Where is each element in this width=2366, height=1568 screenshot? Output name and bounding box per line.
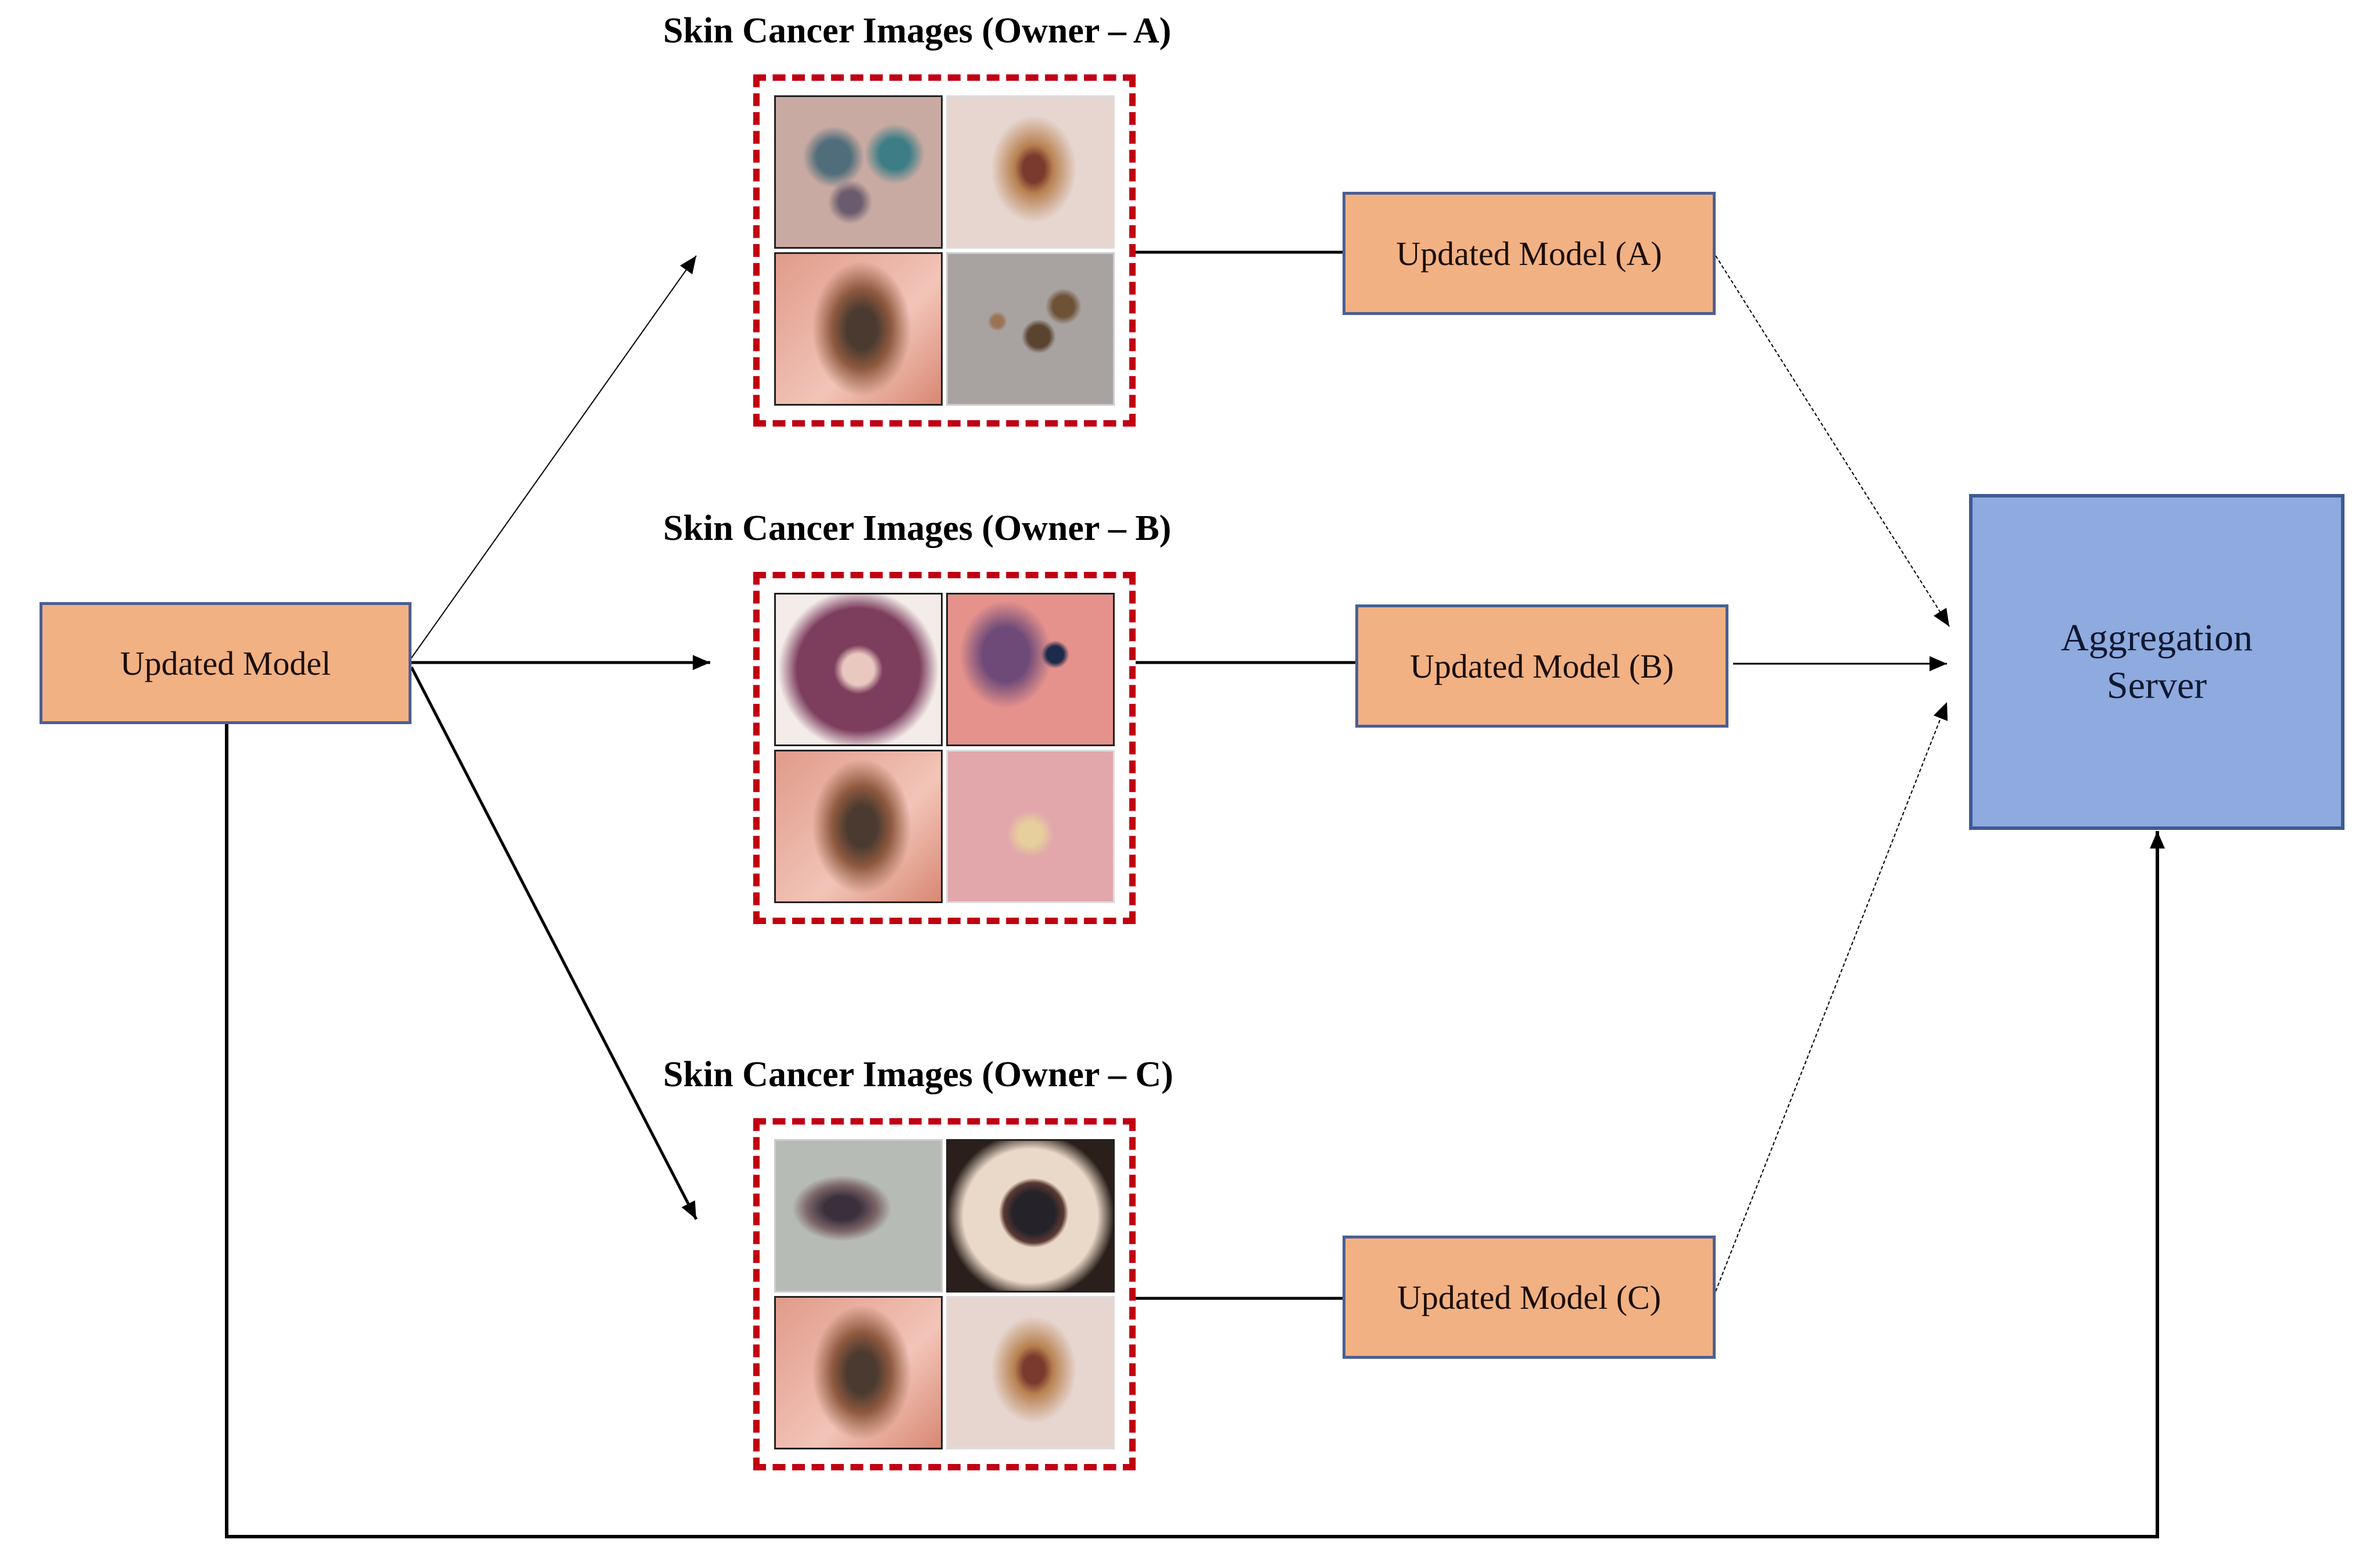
source-to-owner-a-line (411, 255, 697, 658)
owner-a-image-3 (774, 252, 943, 406)
owner-a-title: Skin Cancer Images (Owner – A) (663, 11, 1172, 51)
updated-model-c-node[interactable]: Updated Model (C) (1343, 1236, 1716, 1359)
model-b-to-server-arrowhead-icon (1930, 656, 1947, 671)
owner-c-image-4 (946, 1296, 1115, 1449)
updated-model-b-label: Updated Model (B) (1409, 647, 1674, 685)
owner-b-image-3 (774, 750, 943, 903)
owner-c-dashed-border (753, 1118, 1136, 1470)
owner-c-image-2 (946, 1139, 1115, 1293)
aggregation-server-label-line2: Server (2106, 664, 2207, 707)
owner-a-image-2 (946, 95, 1115, 249)
owner-a-image-group[interactable] (753, 74, 1136, 427)
owner-b-image-1 (774, 593, 943, 746)
aggregation-server-node[interactable]: Aggregation Server (1969, 494, 2344, 830)
updated-model-b-node[interactable]: Updated Model (B) (1355, 604, 1728, 728)
updated-model-c-label: Updated Model (C) (1397, 1278, 1662, 1316)
owner-b-title: Skin Cancer Images (Owner – B) (663, 509, 1172, 548)
owner-b-dashed-border (753, 572, 1136, 924)
model-a-to-server-line (1715, 255, 1950, 627)
updated-model-a-node[interactable]: Updated Model (A) (1343, 192, 1716, 315)
owner-c-image-1 (774, 1139, 943, 1293)
source-to-owner-a-arrowhead-icon (680, 256, 696, 274)
owner-b-image-group[interactable] (753, 572, 1136, 924)
source-to-owner-b-arrowhead-icon (693, 655, 710, 670)
updated-model-a-label: Updated Model (A) (1396, 234, 1662, 273)
model-c-to-server-arrowhead-icon (1933, 702, 1948, 721)
updated-model-source-node[interactable]: Updated Model (40, 602, 411, 724)
owner-c-title: Skin Cancer Images (Owner – C) (663, 1055, 1173, 1094)
owner-a-image-1 (774, 95, 943, 249)
source-to-owner-c-line (410, 666, 698, 1220)
owner-c-image-3 (774, 1296, 943, 1449)
updated-model-source-label: Updated Model (120, 644, 331, 682)
model-c-to-server-line (1715, 701, 1948, 1292)
source-to-server-loop-arrowhead-icon (2150, 831, 2165, 849)
source-to-server-loop-line (225, 724, 2159, 1538)
owner-b-image-4 (946, 750, 1115, 903)
owner-c-image-group[interactable] (753, 1118, 1136, 1470)
source-to-owner-c-arrowhead-icon (681, 1200, 696, 1219)
owner-a-image-4 (946, 252, 1115, 406)
model-a-to-server-arrowhead-icon (1934, 607, 1949, 627)
owner-a-dashed-border (753, 74, 1136, 427)
owner-b-image-2 (946, 593, 1115, 746)
aggregation-server-label-line1: Aggregation (2061, 616, 2253, 659)
